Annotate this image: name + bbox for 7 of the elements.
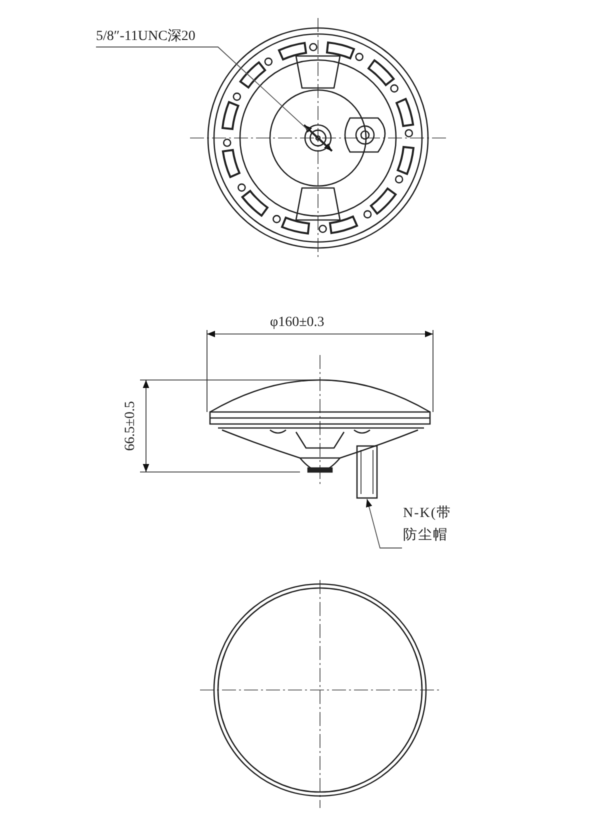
callout-text: N-K(带防尘帽	[403, 503, 465, 547]
dimension-label: φ160±0.3	[270, 314, 324, 332]
leader-line	[96, 46, 308, 130]
callout-text: 5/8″-11UNC深20	[96, 28, 196, 46]
leader-line	[366, 498, 402, 548]
connector-drawing	[356, 445, 378, 499]
dimension-label: 66.5±0.5	[122, 401, 139, 451]
